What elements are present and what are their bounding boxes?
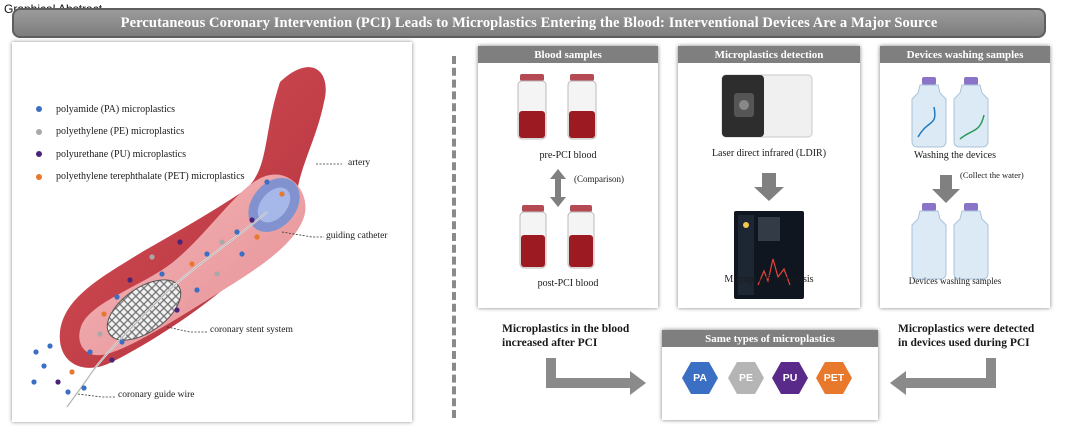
sample-bottle-right bbox=[953, 203, 989, 280]
left-conclusion: Microplastics in the blood increased aft… bbox=[502, 323, 630, 349]
vessel-panel: polyamide (PA) microplastics polyethylen… bbox=[12, 42, 412, 422]
bottle-with-device-right bbox=[953, 77, 989, 148]
pu-hexagon: PU bbox=[772, 362, 808, 394]
vessel-illustration bbox=[31, 67, 342, 408]
pre-vial-right bbox=[567, 74, 597, 140]
post-pci-label: post-PCI blood bbox=[537, 278, 599, 289]
washing-label: Washing the devices bbox=[914, 150, 996, 161]
dashed-separator bbox=[452, 56, 456, 418]
pe-hexagon: PE bbox=[728, 362, 764, 394]
pe-dot-icon bbox=[36, 128, 42, 135]
washing-bottles bbox=[911, 77, 989, 280]
stent-label: coronary stent system bbox=[210, 325, 293, 335]
legend-item-pu: polyurethane (PU) microplastics bbox=[36, 143, 245, 166]
page-title: Percutaneous Coronary Intervention (PCI)… bbox=[120, 14, 938, 31]
legend-item-pa: polyamide (PA) microplastics bbox=[36, 98, 245, 121]
pa-dot-icon bbox=[36, 106, 42, 113]
pu-dot-icon bbox=[36, 151, 42, 158]
washing-card: Devices washing samples Washing the devi… bbox=[880, 46, 1050, 308]
legend-item-pe: polyethylene (PE) microplastics bbox=[36, 121, 245, 144]
detection-graphics bbox=[721, 74, 813, 299]
title-bar: Percutaneous Coronary Intervention (PCI)… bbox=[12, 8, 1046, 38]
same-types-header: Same types of microplastics bbox=[662, 330, 878, 347]
detection-header: Microplastics detection bbox=[678, 46, 860, 63]
pet-hexagon: PET bbox=[816, 362, 852, 394]
blood-samples-card: Blood samples pre-PCI blood (Comparison)… bbox=[478, 46, 658, 308]
catheter-label: guiding catheter bbox=[326, 231, 388, 241]
pre-pci-label: pre-PCI blood bbox=[539, 150, 597, 161]
same-types-box: Same types of microplastics PA PE PU PET bbox=[662, 330, 878, 420]
washing-header: Devices washing samples bbox=[880, 46, 1050, 63]
comparison-arrow-icon bbox=[550, 169, 566, 207]
legend: polyamide (PA) microplastics polyethylen… bbox=[36, 98, 245, 188]
wire-label: coronary guide wire bbox=[118, 390, 195, 400]
analysis-label: Microplastics analysis bbox=[724, 274, 814, 285]
post-vial-right bbox=[567, 205, 595, 269]
detection-card: Microplastics detection Laser direct inf… bbox=[678, 46, 860, 308]
right-conclusion: Microplastics were detected in devices u… bbox=[898, 323, 1035, 349]
bottle-with-device-left bbox=[911, 77, 947, 148]
pa-hexagon: PA bbox=[682, 362, 718, 394]
escaping-particles bbox=[31, 343, 87, 395]
collect-label: (Collect the water) bbox=[960, 170, 1024, 180]
coronary-stent bbox=[106, 279, 182, 341]
blood-samples-header: Blood samples bbox=[478, 46, 658, 63]
pre-vial-left bbox=[517, 74, 547, 140]
pet-dot-icon bbox=[36, 173, 42, 180]
down-arrow-icon bbox=[932, 175, 960, 203]
legend-item-pet: polyethylene terephthalate (PET) micropl… bbox=[36, 166, 245, 189]
ldir-label: Laser direct infrared (LDIR) bbox=[711, 148, 827, 159]
vessel-particles bbox=[87, 179, 285, 363]
artery-label: artery bbox=[348, 158, 371, 168]
post-vial-left bbox=[519, 205, 547, 269]
ldir-instrument-icon bbox=[721, 74, 813, 138]
left-connector-arrow-icon bbox=[546, 358, 646, 395]
blood-vials bbox=[517, 74, 597, 269]
comparison-label: (Comparison) bbox=[574, 174, 624, 184]
analysis-screen-icon bbox=[734, 211, 804, 299]
washing-samples-label: Devices washing samples bbox=[908, 276, 1002, 286]
right-connector-arrow-icon bbox=[890, 358, 996, 395]
sample-bottle-left bbox=[911, 203, 947, 280]
down-arrow-icon bbox=[754, 173, 784, 201]
